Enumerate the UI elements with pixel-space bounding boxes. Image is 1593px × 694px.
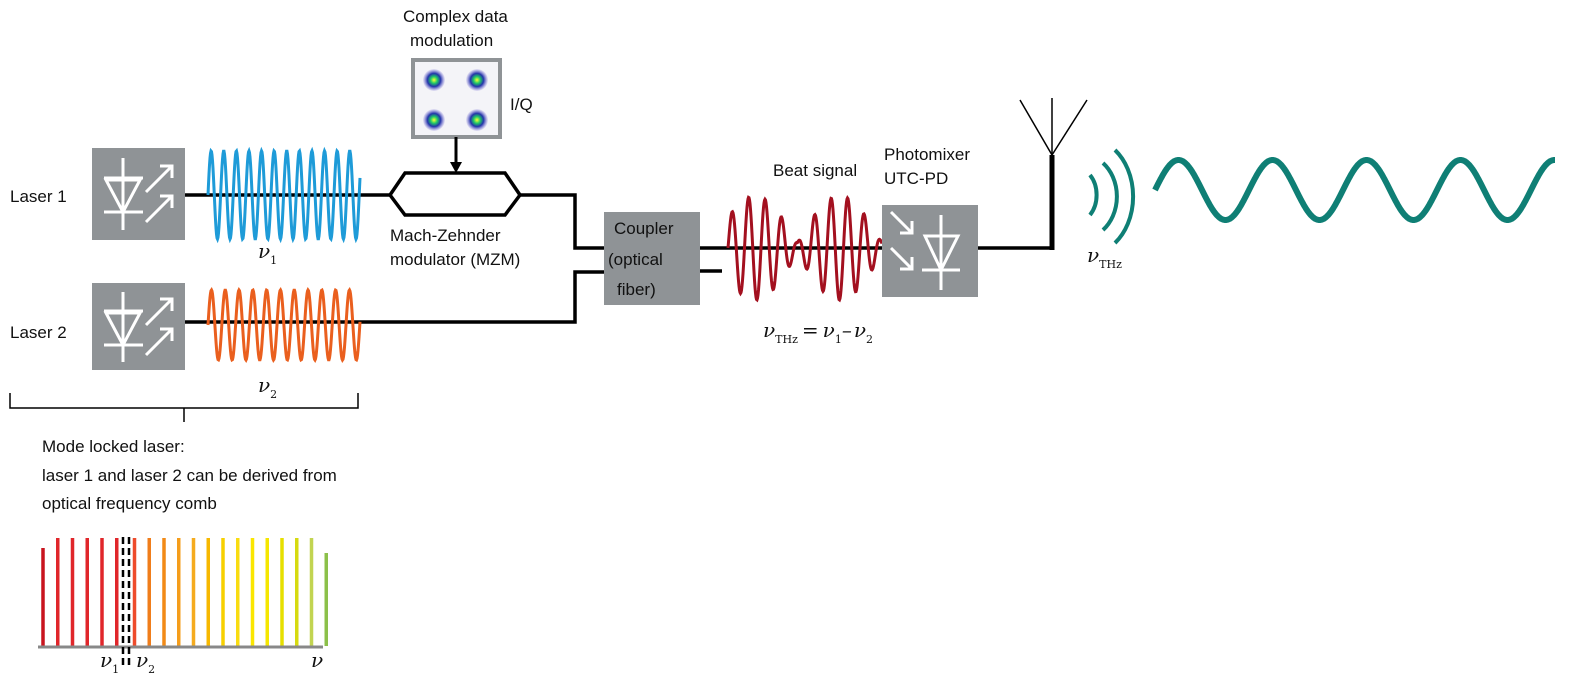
mzm-shape bbox=[387, 171, 523, 217]
laser1-label: Laser 1 bbox=[10, 187, 67, 206]
photomixer-box bbox=[882, 205, 978, 297]
laser1-box bbox=[92, 148, 185, 240]
mode-locked-label-line3: optical frequency comb bbox=[42, 494, 217, 513]
beat-frequency-equation: νTHz=ν1–ν2 bbox=[763, 318, 873, 346]
laser1-body bbox=[92, 148, 185, 240]
laser2-body bbox=[92, 283, 185, 370]
laser2-box bbox=[92, 283, 185, 370]
fiber-mzm-to-coupler bbox=[520, 193, 604, 250]
coupler-box bbox=[604, 212, 700, 305]
laser-diode-icon bbox=[103, 292, 174, 362]
mode-locked-label-line1: Mode locked laser: bbox=[42, 437, 185, 456]
beat-signal-label: Beat signal bbox=[773, 161, 857, 180]
laser-diode-icon bbox=[103, 158, 174, 230]
coupler-label-line1: Coupler bbox=[614, 219, 674, 238]
laser1-wave bbox=[206, 146, 362, 244]
thz-wave bbox=[1152, 157, 1555, 223]
modulation-arrow bbox=[450, 137, 462, 173]
fiber-laser2-to-coupler bbox=[185, 270, 604, 324]
beat-signal-wave bbox=[726, 195, 884, 303]
constellation-point bbox=[423, 109, 445, 131]
comb-nu2-label: ν2 bbox=[136, 648, 155, 676]
constellation-point bbox=[423, 69, 445, 91]
photomixer-label-line1: Photomixer bbox=[884, 145, 970, 164]
nu-thz-label: νTHz bbox=[1087, 243, 1122, 271]
photomixer-label-line2: UTC-PD bbox=[884, 169, 948, 188]
laser2-label: Laser 2 bbox=[10, 323, 67, 342]
nu2-label: ν2 bbox=[258, 373, 277, 401]
coupler-label-line2: (optical bbox=[608, 250, 663, 269]
constellation-point bbox=[466, 109, 488, 131]
iq-label: I/Q bbox=[510, 95, 533, 114]
mzm-label-line1: Mach-Zehnder bbox=[390, 226, 501, 245]
mzm-label-line2: modulator (MZM) bbox=[390, 250, 520, 269]
photodiode-icon bbox=[889, 210, 961, 290]
modulation-label-line2: modulation bbox=[410, 31, 493, 50]
modulation-label-line1: Complex data bbox=[403, 7, 508, 26]
frequency-comb bbox=[41, 538, 328, 646]
iq-constellation bbox=[411, 58, 502, 139]
comb-frequency-axis-label: ν bbox=[311, 648, 323, 672]
laser2-wave bbox=[206, 287, 362, 363]
antenna-icon bbox=[1019, 98, 1088, 250]
coupler-label-line3: fiber) bbox=[617, 280, 656, 299]
nu1-label: ν1 bbox=[258, 239, 277, 267]
comb-nu1-label: ν1 bbox=[100, 648, 119, 676]
constellation-point bbox=[466, 69, 488, 91]
radiation-waves-icon bbox=[1088, 148, 1136, 245]
laser-bracket bbox=[9, 393, 359, 422]
mode-locked-label-line2: laser 1 and laser 2 can be derived from bbox=[42, 466, 337, 485]
